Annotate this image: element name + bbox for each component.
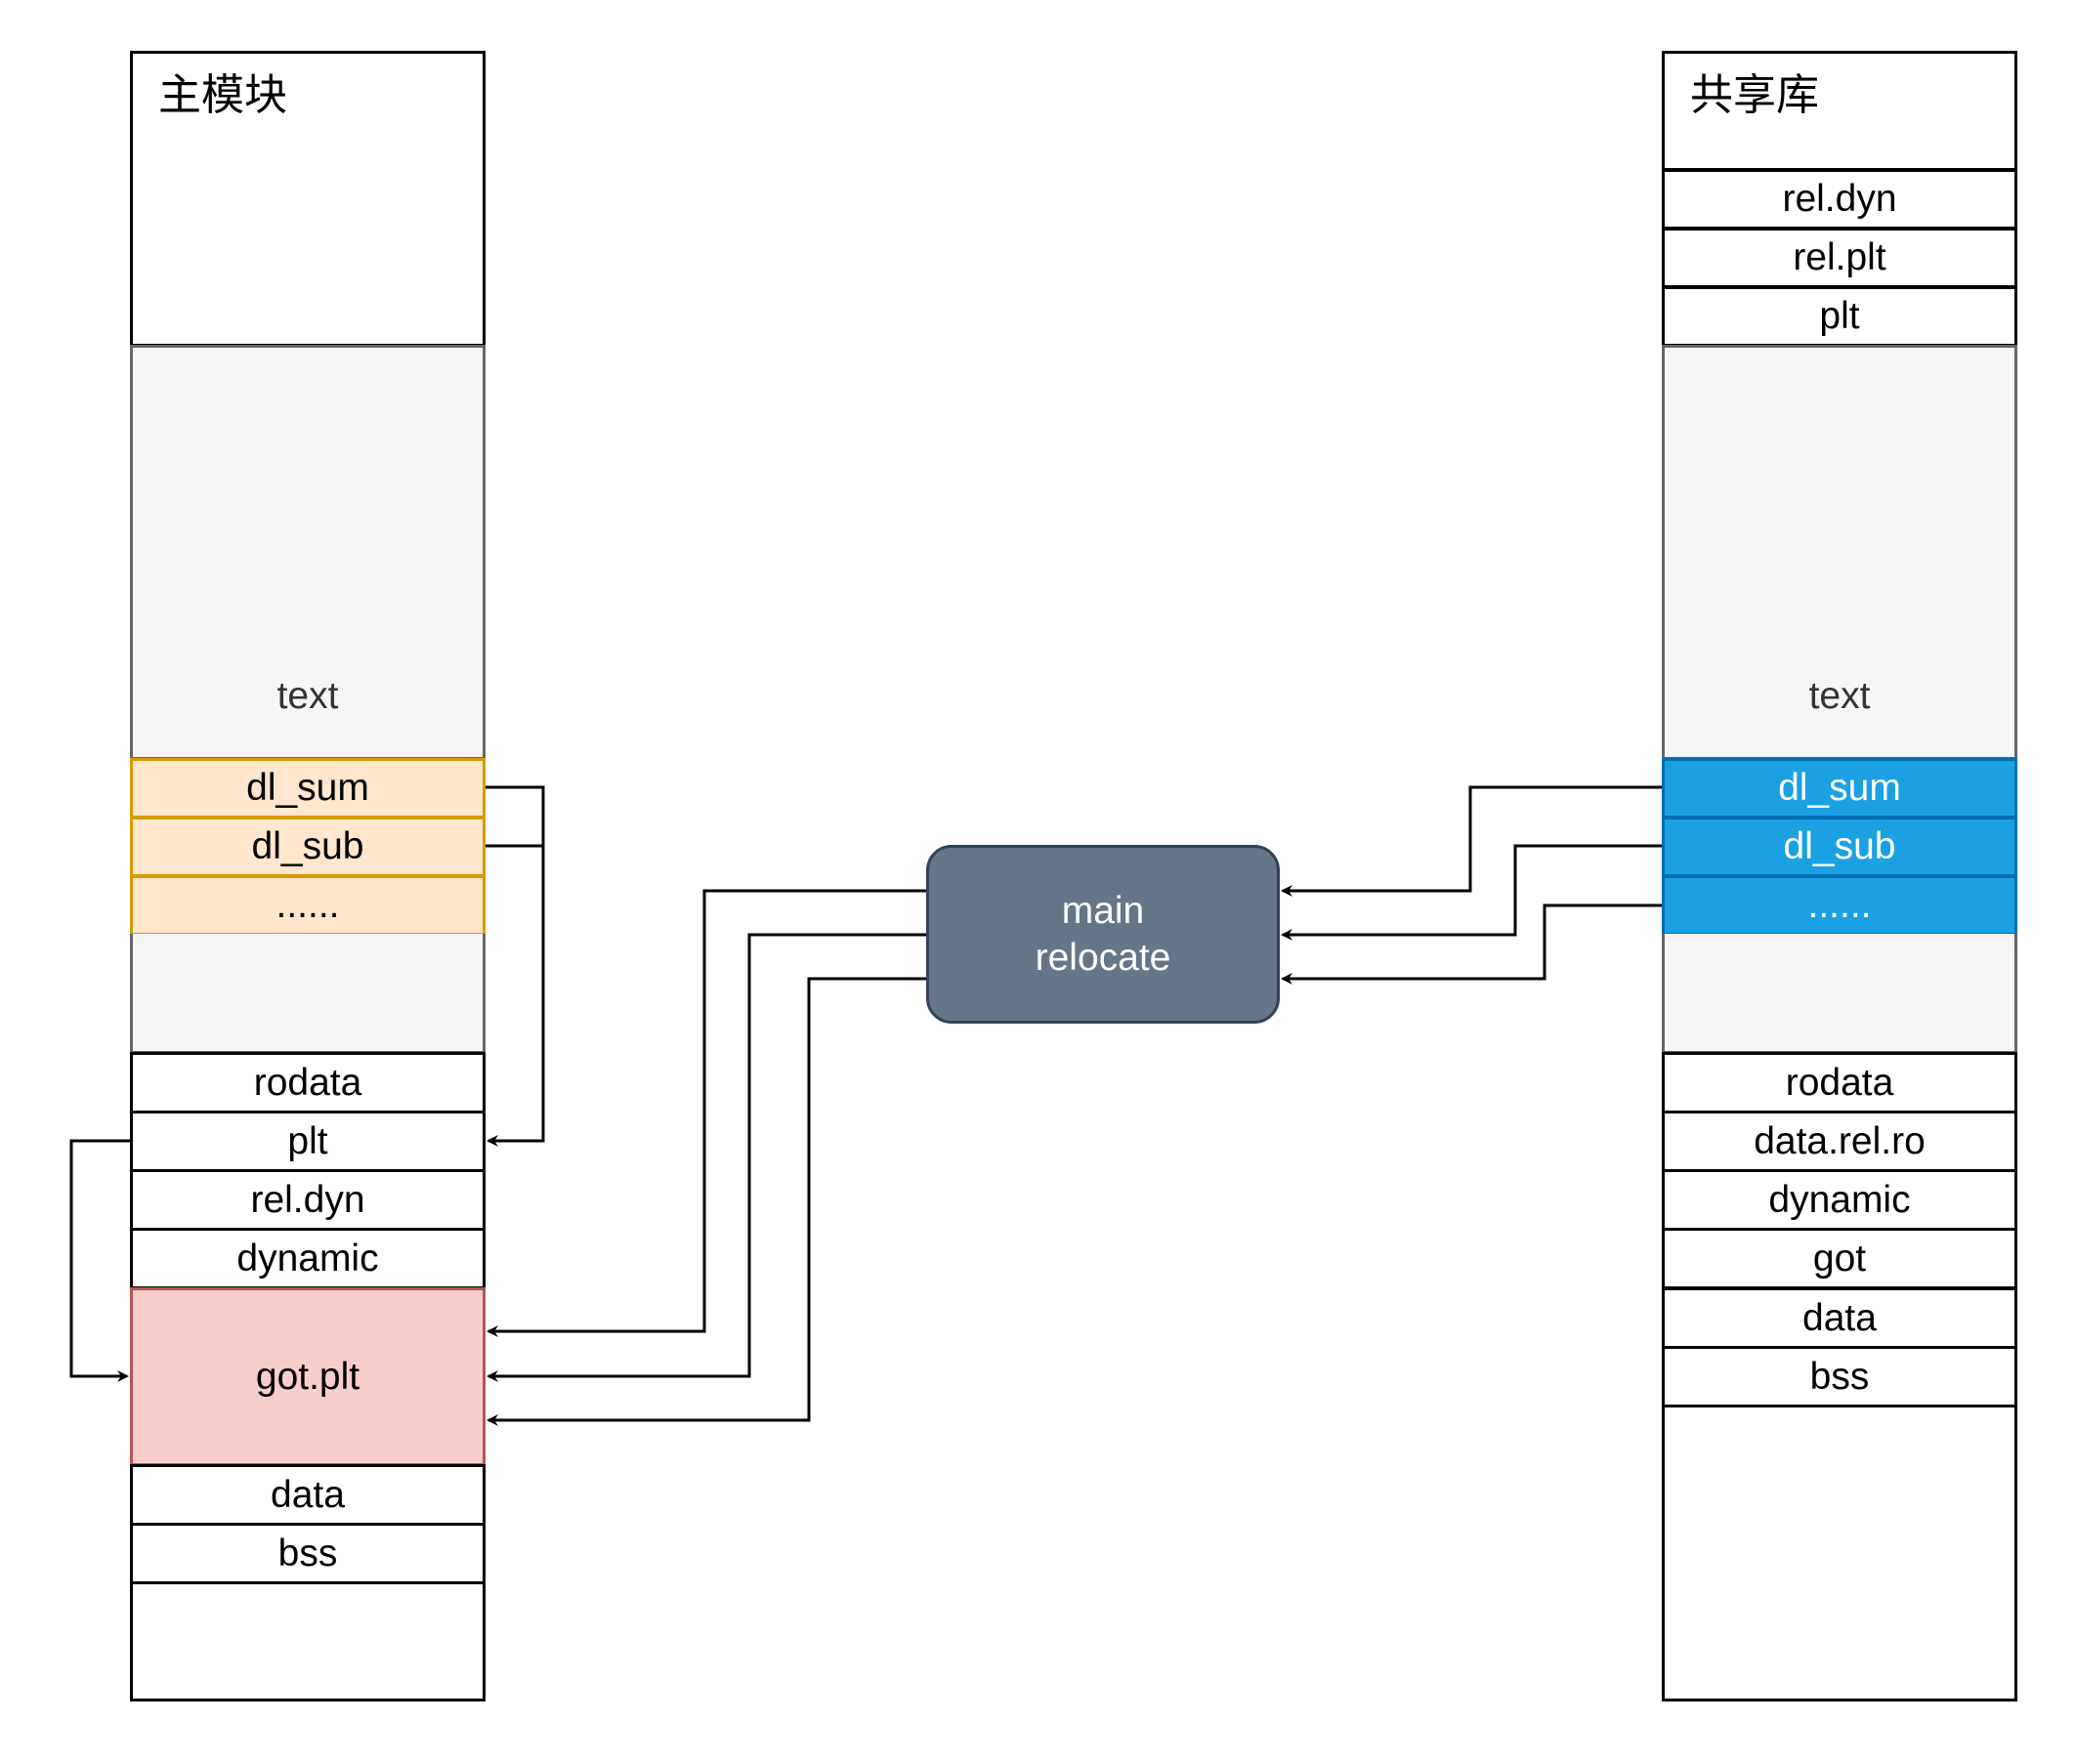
main-module-header: 主模块 (130, 51, 486, 347)
lib-dynamic-label: dynamic (1768, 1178, 1911, 1221)
edge-plt-to-got-plt (69, 1139, 130, 1382)
main-got-plt-label: got.plt (255, 1355, 360, 1398)
edge-lib-more-to-relocate (1281, 903, 1662, 985)
lib-rel-dyn: rel.dyn (1662, 169, 2017, 230)
lib-empty-tail (1662, 1405, 2017, 1701)
main-got-plt: got.plt (130, 1287, 486, 1466)
lib-dl-sub-label: dl_sub (1783, 825, 1896, 867)
lib-rel-plt: rel.plt (1662, 228, 2017, 288)
lib-rel-plt-label: rel.plt (1793, 236, 1886, 278)
lib-data-rel-ro: data.rel.ro (1662, 1111, 2017, 1172)
main-dynamic-label: dynamic (236, 1237, 379, 1280)
main-empty-tail (130, 1581, 486, 1701)
main-rodata-label: rodata (253, 1061, 362, 1104)
lib-dl-sum-label: dl_sum (1778, 767, 1901, 809)
main-module-title: 主模块 (158, 71, 287, 119)
main-text-label: text (276, 675, 339, 717)
edge-lib-dl-sum-to-relocate (1281, 785, 1662, 897)
lib-text-section: text (1662, 345, 2017, 760)
main-dynamic: dynamic (130, 1228, 486, 1289)
lib-got-label: got (1812, 1237, 1867, 1280)
main-relocate-node: main relocate (926, 845, 1280, 1024)
lib-dl-sum: dl_sum (1662, 758, 2017, 819)
lib-plt-label: plt (1819, 295, 1860, 337)
lib-got: got (1662, 1228, 2017, 1289)
edge-lib-dl-sub-to-relocate (1281, 844, 1662, 941)
lib-plt: plt (1662, 286, 2017, 347)
main-rel-dyn: rel.dyn (130, 1169, 486, 1231)
main-dl-sub: dl_sub (130, 817, 486, 877)
main-data-label: data (271, 1473, 345, 1516)
main-rel-dyn-label: rel.dyn (250, 1178, 365, 1221)
lib-data-rel-ro-label: data.rel.ro (1754, 1119, 1926, 1162)
lib-bss-label: bss (1809, 1355, 1870, 1398)
edge-relocate-to-got-plt-1 (487, 889, 926, 1337)
shared-library-header: 共享库 (1662, 51, 2017, 171)
lib-text-label: text (1808, 675, 1871, 717)
lib-rel-dyn-label: rel.dyn (1782, 178, 1897, 220)
main-text-tail (130, 934, 486, 1054)
edge-relocate-to-got-plt-2 (487, 933, 926, 1382)
shared-library-title: 共享库 (1690, 71, 1819, 119)
main-dl-sum-label: dl_sum (246, 767, 369, 809)
lib-rodata: rodata (1662, 1052, 2017, 1113)
lib-dl-sub: dl_sub (1662, 817, 2017, 877)
relocate-line-1: main (1061, 889, 1145, 932)
relocate-line-2: relocate (1035, 936, 1171, 979)
main-more-label: ...... (275, 884, 340, 926)
main-dl-sum: dl_sum (130, 758, 486, 819)
main-bss-label: bss (277, 1532, 338, 1575)
lib-rodata-label: rodata (1785, 1061, 1894, 1104)
main-plt-label: plt (287, 1119, 328, 1162)
lib-more-label: ...... (1807, 884, 1872, 926)
main-more: ...... (130, 875, 486, 936)
main-dl-sub-label: dl_sub (251, 825, 364, 867)
edge-relocate-to-got-plt-3 (487, 977, 926, 1426)
lib-data-label: data (1802, 1296, 1877, 1339)
edge-dl-sum-to-plt (486, 785, 545, 1147)
main-bss: bss (130, 1523, 486, 1584)
